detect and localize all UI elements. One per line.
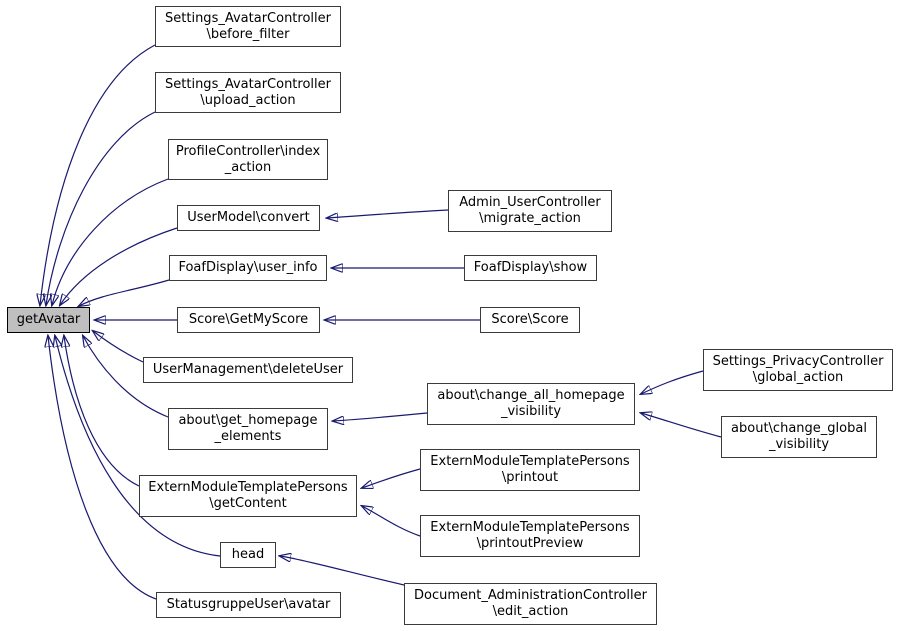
edge-statusgruppe-avatar-to-getavatar bbox=[48, 336, 157, 600]
node-score-getmyscore[interactable]: Score\GetMyScore bbox=[177, 307, 320, 333]
node-settings-privacycontroller-global-action[interactable]: Settings_PrivacyController \global_actio… bbox=[703, 349, 893, 391]
node-externmoduletemplatepersons-getcontent[interactable]: ExternModuleTemplatePersons \getContent bbox=[139, 475, 357, 517]
edge-head-to-getavatar bbox=[55, 336, 221, 557]
node-foafdisplay-user-info[interactable]: FoafDisplay\user_info bbox=[169, 255, 327, 281]
node-admin-usercontroller-migrate-action[interactable]: Admin_UserController \migrate_action bbox=[448, 190, 612, 232]
edge-convert-to-getavatar bbox=[60, 227, 178, 305]
edge-change-global-to-change-all bbox=[641, 413, 722, 438]
edge-edit-action-to-head bbox=[280, 556, 405, 586]
node-score-score[interactable]: Score\Score bbox=[480, 307, 580, 333]
node-about-change-global-visibility[interactable]: about\change_global _visibility bbox=[721, 416, 877, 458]
node-settings-avatarcontroller-upload-action[interactable]: Settings_AvatarController \upload_action bbox=[155, 72, 341, 113]
node-usermodel-convert[interactable]: UserModel\convert bbox=[177, 205, 320, 231]
edge-printout-to-getcontent bbox=[362, 468, 421, 488]
node-head[interactable]: head bbox=[220, 542, 276, 568]
node-settings-avatarcontroller-before-filter[interactable]: Settings_AvatarController \before_filter bbox=[155, 6, 341, 47]
edge-printout-preview-to-getcontent bbox=[362, 506, 421, 537]
edge-getcontent-to-getavatar bbox=[64, 336, 140, 487]
node-getavatar[interactable]: getAvatar bbox=[7, 307, 90, 333]
node-usermanagement-deleteuser[interactable]: UserManagement\deleteUser bbox=[143, 357, 353, 383]
node-externmoduletemplatepersons-printoutpreview[interactable]: ExternModuleTemplatePersons \printoutPre… bbox=[420, 515, 640, 557]
edge-user-info-to-getavatar bbox=[79, 279, 170, 306]
node-document-administrationcontroller-edit-action[interactable]: Document_AdministrationController \edit_… bbox=[404, 583, 657, 625]
edge-migrate-action-to-convert bbox=[327, 209, 449, 218]
node-statusgruppeuser-avatar[interactable]: StatusgruppeUser\avatar bbox=[156, 592, 341, 618]
edge-global-action-to-change-all bbox=[641, 370, 704, 394]
edge-change-all-to-get-homepage bbox=[333, 412, 428, 421]
edge-deleteuser-to-getavatar bbox=[93, 331, 144, 363]
edge-index-action-to-getavatar bbox=[52, 178, 169, 305]
node-about-change-all-homepage-visibility[interactable]: about\change_all_homepage _visibility bbox=[427, 383, 635, 425]
node-externmoduletemplatepersons-printout[interactable]: ExternModuleTemplatePersons \printout bbox=[420, 449, 640, 491]
edge-before-filter-to-getavatar bbox=[40, 44, 156, 305]
edge-get-homepage-to-getavatar bbox=[83, 336, 169, 418]
edge-upload-action-to-getavatar bbox=[46, 111, 156, 305]
node-about-get-homepage-elements[interactable]: about\get_homepage _elements bbox=[168, 408, 328, 450]
node-profilecontroller-index-action[interactable]: ProfileController\index _action bbox=[168, 139, 328, 180]
node-foafdisplay-show[interactable]: FoafDisplay\show bbox=[464, 255, 597, 281]
